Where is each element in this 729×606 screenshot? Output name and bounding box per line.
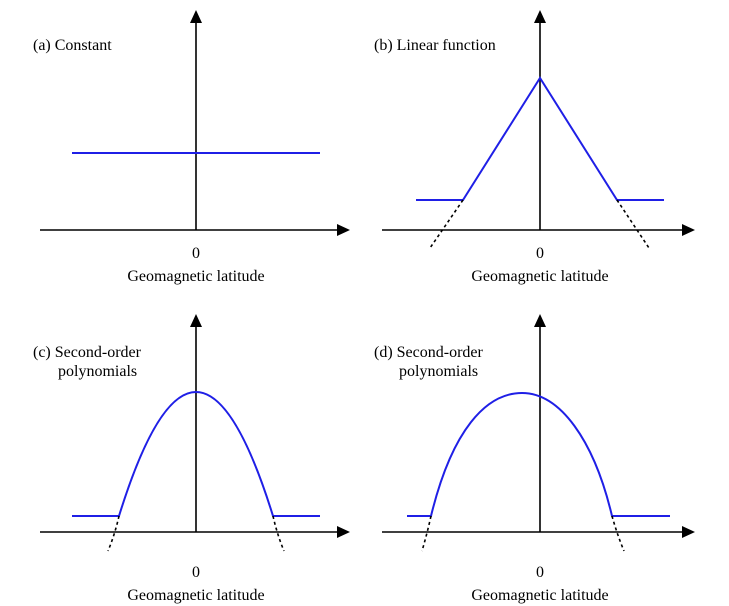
panel-c: (c) Second-order polynomials 0 Geomagnet… xyxy=(33,314,350,604)
panel-title: (b) Linear function xyxy=(374,37,496,54)
polynomial-curve-symmetric xyxy=(72,391,320,517)
x-axis-label: Geomagnetic latitude xyxy=(127,268,264,285)
extrapolation-dashed-left xyxy=(421,515,432,552)
extrapolation-dashed-right xyxy=(611,515,625,552)
y-axis-arrowhead xyxy=(190,10,202,23)
x-axis-label: Geomagnetic latitude xyxy=(127,587,264,604)
polynomial-curve-asymmetric xyxy=(407,391,670,517)
x-axis-arrowhead xyxy=(337,526,350,538)
extrapolation-dashed-right xyxy=(272,515,285,552)
y-axis-arrowhead xyxy=(534,314,546,327)
x-axis-label: Geomagnetic latitude xyxy=(471,587,608,604)
x-axis-arrowhead xyxy=(682,224,695,236)
panel-title-line2: polynomials xyxy=(58,363,137,380)
linear-function-curve xyxy=(416,76,664,201)
zero-tick-label: 0 xyxy=(536,245,544,262)
panel-a: (a) Constant 0 Geomagnetic latitude xyxy=(33,10,350,285)
extrapolation-dashed-left xyxy=(429,199,464,249)
zero-tick-label: 0 xyxy=(192,564,200,581)
zero-tick-label: 0 xyxy=(536,564,544,581)
panel-title-line1: (c) Second-order xyxy=(33,344,142,361)
panel-title: (a) Constant xyxy=(33,37,112,54)
panel-title-line1: (d) Second-order xyxy=(374,344,484,361)
panel-title-line2: polynomials xyxy=(399,363,478,380)
x-axis-label: Geomagnetic latitude xyxy=(471,268,608,285)
y-axis-arrowhead xyxy=(534,10,546,23)
x-axis-arrowhead xyxy=(682,526,695,538)
zero-tick-label: 0 xyxy=(192,245,200,262)
y-axis-arrowhead xyxy=(190,314,202,327)
extrapolation-dashed-right xyxy=(616,199,650,249)
extrapolation-dashed-left xyxy=(107,515,120,552)
x-axis-arrowhead xyxy=(337,224,350,236)
panel-b: (b) Linear function 0 Geomagnetic latitu… xyxy=(374,10,695,285)
panel-d: (d) Second-order polynomials 0 Geomagnet… xyxy=(374,314,695,604)
